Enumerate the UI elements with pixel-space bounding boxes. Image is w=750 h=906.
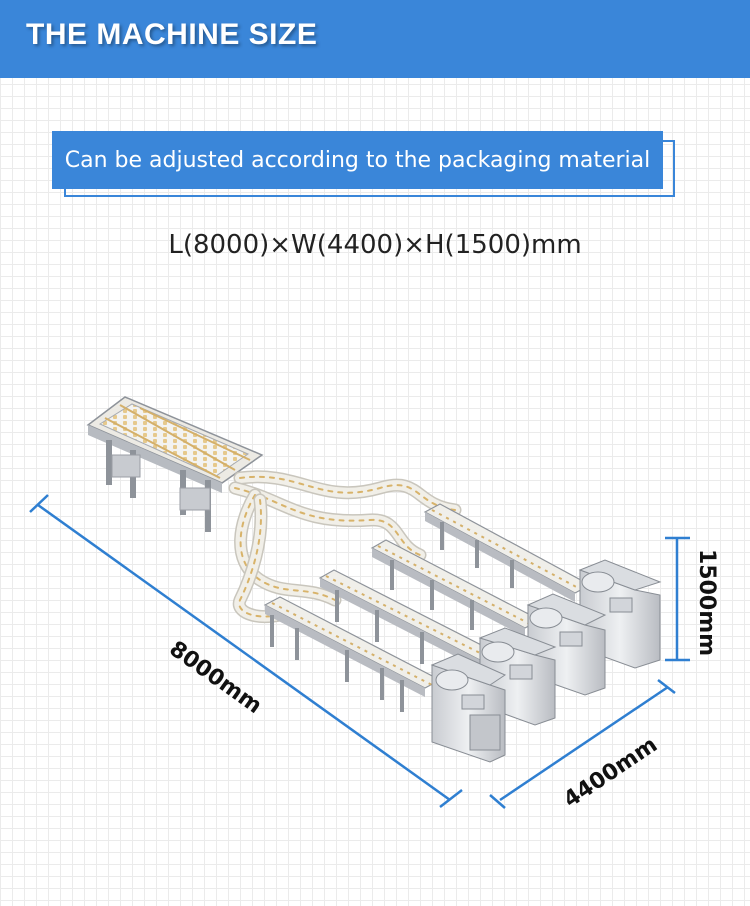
subtitle-banner: Can be adjusted according to the packagi… [52, 131, 663, 189]
subtitle-text: Can be adjusted according to the packagi… [64, 147, 651, 173]
page-title: THE MACHINE SIZE [26, 18, 318, 51]
packing-line-4 [263, 596, 507, 763]
length-dimension [29, 494, 463, 808]
feeding-table [86, 396, 264, 532]
dimensions-text: L(8000)×W(4400)×H(1500)mm [168, 230, 582, 260]
packing-line-1 [423, 503, 662, 669]
width-dimension [489, 679, 676, 809]
height-dimension [665, 536, 690, 662]
height-label: 1500mm [694, 549, 719, 656]
length-label: 8000mm [165, 637, 267, 720]
transfer-conveyors [228, 470, 462, 623]
width-label: 4400mm [559, 732, 662, 813]
packing-line-3 [318, 569, 557, 726]
header-bar: THE MACHINE SIZE [0, 0, 750, 78]
